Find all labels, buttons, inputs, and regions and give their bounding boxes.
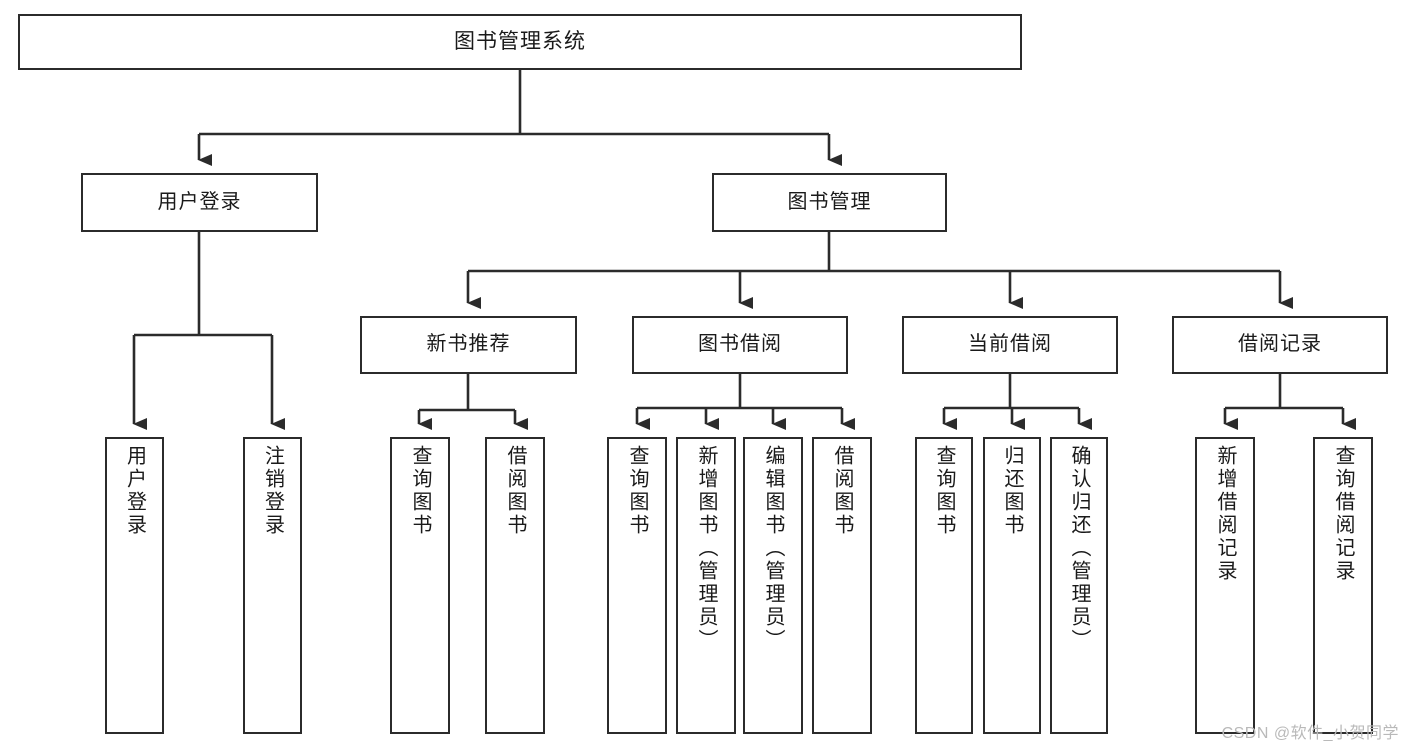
node-leaf-return-book[interactable]: 归还图书	[983, 437, 1041, 734]
node-book-borrow[interactable]: 图书借阅	[632, 316, 848, 374]
node-user-login[interactable]: 用户登录	[81, 173, 318, 232]
node-leaf-borrow-book-1-label: 借阅图书	[504, 445, 526, 537]
node-leaf-query-book-1[interactable]: 查询图书	[390, 437, 450, 734]
node-new-book-rec-label: 新书推荐	[426, 333, 511, 356]
node-leaf-user-login-label: 用户登录	[123, 445, 146, 537]
csdn-watermark: CSDN @软件_小贺同学	[1221, 725, 1399, 742]
node-leaf-query-record-label: 查询借阅记录	[1332, 445, 1354, 583]
node-new-book-rec[interactable]: 新书推荐	[360, 316, 577, 374]
node-leaf-borrow-book-1[interactable]: 借阅图书	[485, 437, 545, 734]
node-leaf-confirm-return[interactable]: 确认归还（管理员）	[1050, 437, 1108, 734]
node-leaf-add-record-label: 新增借阅记录	[1214, 445, 1236, 583]
node-borrow-record-label: 借阅记录	[1238, 333, 1322, 356]
node-root-label: 图书管理系统	[454, 29, 586, 53]
node-current-borrow[interactable]: 当前借阅	[902, 316, 1118, 374]
node-leaf-edit-book-label: 编辑图书（管理员）	[762, 445, 784, 652]
node-leaf-query-record[interactable]: 查询借阅记录	[1313, 437, 1373, 734]
node-leaf-return-book-label: 归还图书	[1001, 445, 1023, 537]
node-leaf-add-record[interactable]: 新增借阅记录	[1195, 437, 1255, 734]
node-user-login-label: 用户登录	[157, 190, 242, 213]
node-leaf-query-book-1-label: 查询图书	[409, 445, 431, 537]
node-leaf-add-book-label: 新增图书（管理员）	[695, 445, 717, 652]
node-leaf-add-book[interactable]: 新增图书（管理员）	[676, 437, 736, 734]
node-leaf-confirm-return-label: 确认归还（管理员）	[1068, 445, 1090, 652]
node-leaf-user-logout[interactable]: 注销登录	[243, 437, 302, 734]
node-root[interactable]: 图书管理系统	[18, 14, 1022, 70]
node-leaf-borrow-book-2-label: 借阅图书	[831, 445, 853, 537]
node-book-manage-label: 图书管理	[787, 190, 872, 213]
node-leaf-edit-book[interactable]: 编辑图书（管理员）	[743, 437, 803, 734]
node-leaf-query-book-3-label: 查询图书	[933, 445, 955, 537]
node-current-borrow-label: 当前借阅	[968, 333, 1052, 356]
node-book-manage[interactable]: 图书管理	[712, 173, 947, 232]
node-leaf-user-logout-label: 注销登录	[261, 445, 284, 537]
node-leaf-user-login[interactable]: 用户登录	[105, 437, 164, 734]
node-leaf-query-book-2[interactable]: 查询图书	[607, 437, 667, 734]
node-book-borrow-label: 图书借阅	[698, 333, 782, 356]
node-borrow-record[interactable]: 借阅记录	[1172, 316, 1388, 374]
node-leaf-query-book-2-label: 查询图书	[626, 445, 648, 537]
node-leaf-borrow-book-2[interactable]: 借阅图书	[812, 437, 872, 734]
node-leaf-query-book-3[interactable]: 查询图书	[915, 437, 973, 734]
